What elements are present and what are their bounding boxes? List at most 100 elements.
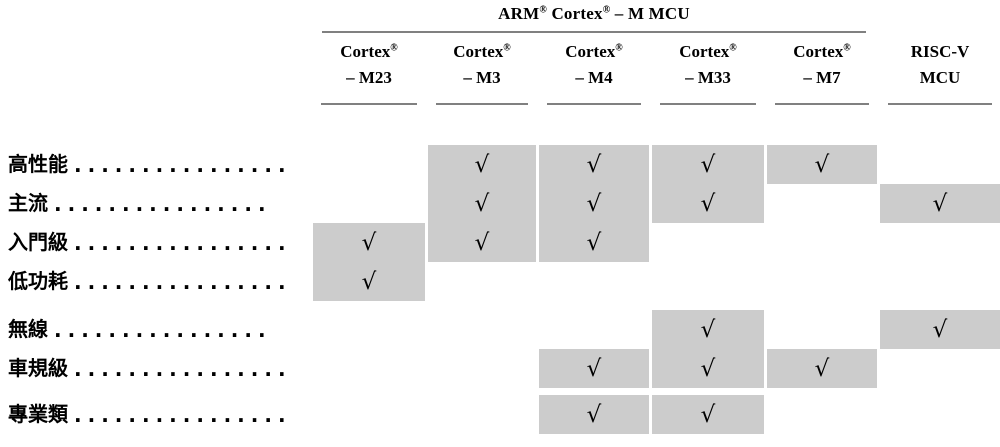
column-header-line1: Cortex® xyxy=(340,42,398,61)
group-header-arm-cortex-m-mcu: ARM® Cortex® – M MCU xyxy=(498,4,690,23)
check-icon: √ xyxy=(814,152,830,178)
row-leader-dots: ................ xyxy=(54,192,272,216)
cell-low-power-cortex-m3 xyxy=(428,262,536,301)
check-icon: √ xyxy=(586,402,602,428)
row-label-mainstream: 主流................ xyxy=(8,184,308,223)
cell-wireless-cortex-m3 xyxy=(428,310,536,349)
check-icon: √ xyxy=(700,152,716,178)
column-header-line1: RISC-V xyxy=(910,42,970,61)
column-header-cortex-m7: Cortex® – M7 xyxy=(767,39,877,91)
row-label-text: 專業類 xyxy=(8,402,68,426)
cell-specialty-cortex-m4: √ xyxy=(539,395,649,434)
column-header-line1: Cortex® xyxy=(679,42,737,61)
cell-automotive-cortex-m7: √ xyxy=(767,349,877,388)
cell-low-power-cortex-m33 xyxy=(652,262,764,301)
check-icon: √ xyxy=(700,356,716,382)
row-label-text: 無線 xyxy=(8,317,48,341)
check-icon: √ xyxy=(586,230,602,256)
column-header-line2: MCU xyxy=(919,68,961,87)
column-header-line2: – M7 xyxy=(803,68,841,87)
cell-specialty-cortex-m7 xyxy=(767,395,877,434)
check-icon: √ xyxy=(700,402,716,428)
row-label-text: 高性能 xyxy=(8,152,68,176)
cell-entry-level-cortex-m4: √ xyxy=(539,223,649,262)
cell-mainstream-cortex-m3: √ xyxy=(428,184,536,223)
row-label-specialty: 專業類................ xyxy=(8,395,308,434)
cell-mainstream-cortex-m7 xyxy=(767,184,877,223)
cell-specialty-risc-v xyxy=(880,395,1000,434)
cell-specialty-cortex-m33: √ xyxy=(652,395,764,434)
cell-entry-level-cortex-m3: √ xyxy=(428,223,536,262)
cell-automotive-cortex-m33: √ xyxy=(652,349,764,388)
cell-low-power-cortex-m4 xyxy=(539,262,649,301)
cell-entry-level-cortex-m33 xyxy=(652,223,764,262)
row-label-high-performance: 高性能................ xyxy=(8,145,308,184)
cell-specialty-cortex-m23 xyxy=(313,395,425,434)
cell-mainstream-cortex-m4: √ xyxy=(539,184,649,223)
check-icon: √ xyxy=(474,191,490,217)
check-icon: √ xyxy=(932,191,948,217)
cell-wireless-cortex-m7 xyxy=(767,310,877,349)
cell-automotive-risc-v xyxy=(880,349,1000,388)
column-header-cortex-m4: Cortex® – M4 xyxy=(539,39,649,91)
column-header-line2: – M4 xyxy=(575,68,613,87)
check-icon: √ xyxy=(586,356,602,382)
cell-mainstream-risc-v: √ xyxy=(880,184,1000,223)
cell-entry-level-cortex-m7 xyxy=(767,223,877,262)
cell-entry-level-risc-v xyxy=(880,223,1000,262)
row-leader-dots: ................ xyxy=(74,231,292,255)
cell-automotive-cortex-m4: √ xyxy=(539,349,649,388)
row-label-wireless: 無線................ xyxy=(8,310,308,349)
column-rule-cortex-m23 xyxy=(321,103,417,105)
column-header-line2: – M3 xyxy=(463,68,501,87)
cell-specialty-cortex-m3 xyxy=(428,395,536,434)
column-header-cortex-m33: Cortex® – M33 xyxy=(652,39,764,91)
row-label-automotive: 車規級................ xyxy=(8,349,308,388)
row-leader-dots: ................ xyxy=(74,403,292,427)
cell-mainstream-cortex-m23 xyxy=(313,184,425,223)
cell-high-performance-cortex-m23 xyxy=(313,145,425,184)
row-leader-dots: ................ xyxy=(74,270,292,294)
cell-wireless-cortex-m23 xyxy=(313,310,425,349)
cell-wireless-cortex-m4 xyxy=(539,310,649,349)
row-label-entry-level: 入門級................ xyxy=(8,223,308,262)
cell-high-performance-cortex-m3: √ xyxy=(428,145,536,184)
column-header-line1: Cortex® xyxy=(453,42,511,61)
check-icon: √ xyxy=(361,230,377,256)
cell-mainstream-cortex-m33: √ xyxy=(652,184,764,223)
column-rule-risc-v xyxy=(888,103,992,105)
check-icon: √ xyxy=(814,356,830,382)
column-header-line2: – M23 xyxy=(346,68,392,87)
check-icon: √ xyxy=(474,152,490,178)
row-label-text: 主流 xyxy=(8,191,48,215)
cell-high-performance-cortex-m33: √ xyxy=(652,145,764,184)
check-icon: √ xyxy=(700,317,716,343)
check-icon: √ xyxy=(586,191,602,217)
row-label-text: 車規級 xyxy=(8,356,68,380)
column-rule-cortex-m4 xyxy=(547,103,641,105)
column-header-line2: – M33 xyxy=(685,68,731,87)
cell-low-power-cortex-m7 xyxy=(767,262,877,301)
cell-low-power-risc-v xyxy=(880,262,1000,301)
row-label-text: 入門級 xyxy=(8,230,68,254)
cell-high-performance-risc-v xyxy=(880,145,1000,184)
check-icon: √ xyxy=(361,269,377,295)
column-rule-cortex-m33 xyxy=(660,103,756,105)
column-header-line1: Cortex® xyxy=(793,42,851,61)
check-icon: √ xyxy=(474,230,490,256)
cell-wireless-cortex-m33: √ xyxy=(652,310,764,349)
check-icon: √ xyxy=(586,152,602,178)
column-header-line1: Cortex® xyxy=(565,42,623,61)
column-rule-cortex-m3 xyxy=(436,103,528,105)
group-header-rule xyxy=(322,31,866,33)
row-label-text: 低功耗 xyxy=(8,269,68,293)
row-label-low-power: 低功耗................ xyxy=(8,262,308,301)
cell-high-performance-cortex-m7: √ xyxy=(767,145,877,184)
cell-entry-level-cortex-m23: √ xyxy=(313,223,425,262)
column-rule-cortex-m7 xyxy=(775,103,869,105)
check-icon: √ xyxy=(700,191,716,217)
column-header-risc-v: RISC-V MCU xyxy=(880,39,1000,91)
column-header-cortex-m23: Cortex® – M23 xyxy=(313,39,425,91)
cell-low-power-cortex-m23: √ xyxy=(313,262,425,301)
